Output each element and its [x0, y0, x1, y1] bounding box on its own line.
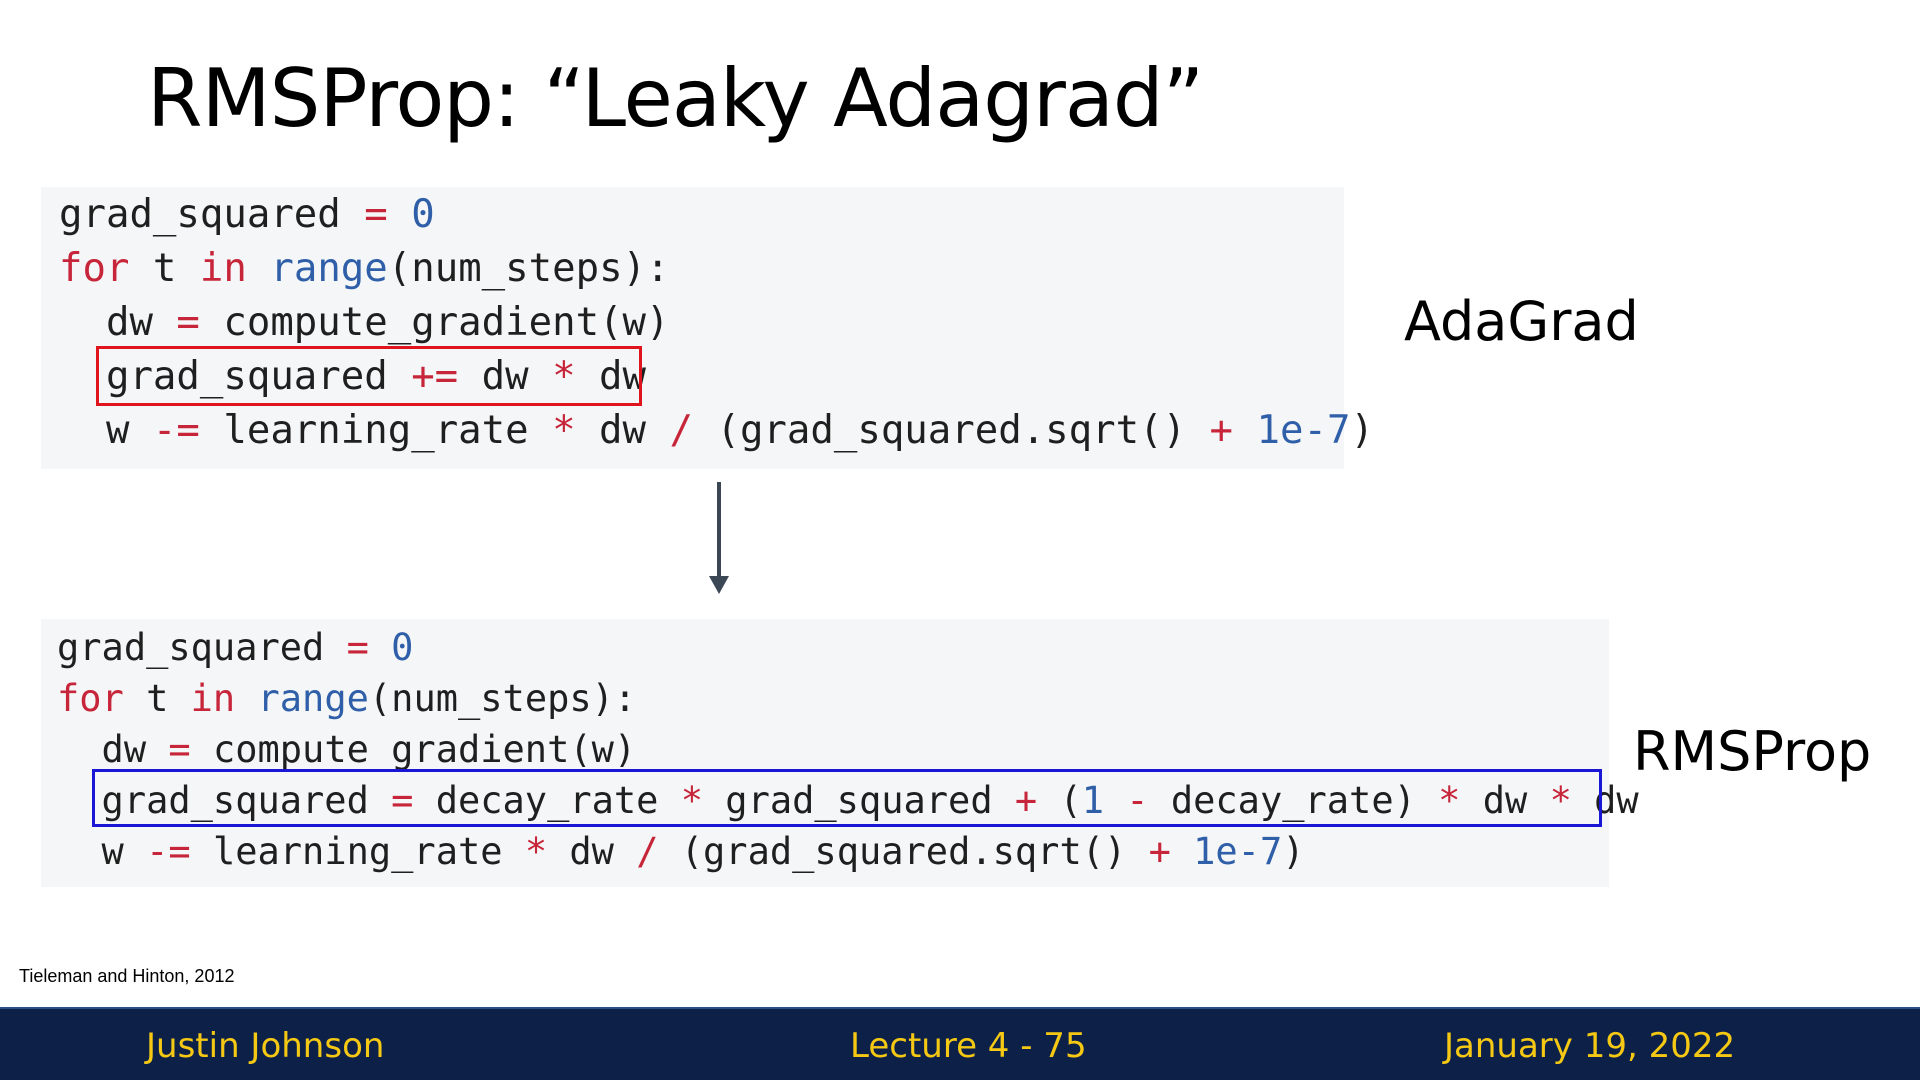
code-token-kw: in	[199, 246, 247, 291]
adagrad-highlight-box	[96, 346, 642, 406]
code-token: w	[59, 408, 153, 453]
code-token-op: +	[1148, 830, 1171, 873]
code-token	[1233, 408, 1256, 453]
code-token-op: /	[636, 830, 659, 873]
code-token-op: *	[552, 408, 576, 453]
code-token: )	[1350, 408, 1374, 453]
adagrad-code-block: grad_squared = 0 for t in range(num_step…	[41, 187, 1374, 469]
footer-author: Justin Johnson	[146, 1026, 385, 1066]
code-token-op: *	[680, 779, 704, 822]
code-token: (num_steps):	[368, 677, 637, 720]
code-token: grad_squared	[57, 779, 392, 822]
code-token: t	[129, 246, 200, 291]
rmsprop-highlight-box	[92, 769, 1602, 827]
code-token: w	[57, 830, 147, 873]
code-token: (grad_squared.sqrt()	[692, 408, 1210, 453]
code-token-fn: range	[257, 677, 369, 720]
code-token: compute_gradient(w)	[190, 728, 637, 771]
code-token: learning_rate	[199, 408, 553, 453]
adagrad-label: AdaGrad	[1404, 290, 1639, 353]
code-token	[1171, 830, 1193, 873]
code-line: for t in range(num_steps):	[59, 249, 670, 288]
code-token: dw	[575, 408, 670, 453]
rmsprop-code-block: grad_squared = 0 for t in range(num_step…	[41, 619, 1639, 887]
code-token-op: +	[1014, 779, 1038, 822]
code-token	[235, 677, 257, 720]
footer-bar: Justin Johnson Lecture 4 - 75 January 19…	[0, 1007, 1920, 1080]
code-token: dw	[57, 728, 169, 771]
code-token: grad_squared	[57, 626, 347, 669]
code-token	[388, 192, 411, 237]
code-token-num: 1e-7	[1193, 830, 1283, 873]
code-token: dw	[547, 830, 637, 873]
code-token-op: =	[391, 779, 414, 822]
code-token-kw: for	[59, 246, 130, 291]
code-token	[369, 626, 391, 669]
code-token-op: -	[1126, 779, 1149, 822]
code-token-op: =	[176, 300, 200, 345]
code-token: dw	[575, 354, 647, 399]
code-token: grad_squared	[59, 192, 365, 237]
code-token-op: -=	[146, 830, 191, 873]
code-token: grad_squared	[59, 354, 412, 399]
code-token-op: *	[1438, 779, 1461, 822]
code-token: )	[1282, 830, 1305, 873]
code-line: grad_squared = 0	[59, 195, 435, 234]
code-token: grad_squared	[703, 779, 1015, 822]
code-token: dw	[59, 300, 177, 345]
arrow-down-icon	[709, 482, 729, 594]
slide-title: RMSProp: “Leaky Adagrad”	[147, 52, 1204, 145]
code-line: w -= learning_rate * dw / (grad_squared.…	[57, 833, 1305, 870]
code-token: compute_gradient(w)	[199, 300, 670, 345]
code-token-num: 1e-7	[1256, 408, 1351, 453]
code-token-kw: in	[190, 677, 236, 720]
footer-date: January 19, 2022	[1444, 1026, 1736, 1066]
code-token-op: -=	[152, 408, 200, 453]
footer-lecture: Lecture 4 - 75	[850, 1026, 1087, 1066]
code-line: dw = compute_gradient(w)	[57, 728, 637, 771]
code-line: w -= learning_rate * dw / (grad_squared.…	[59, 411, 1374, 450]
code-token-op: +	[1209, 408, 1234, 453]
code-token-op: *	[552, 354, 576, 399]
code-token-num: 0	[411, 192, 435, 237]
code-token-num: 1	[1081, 779, 1105, 822]
code-token-op: =	[346, 626, 369, 669]
code-token: t	[123, 677, 191, 720]
code-token-op: *	[524, 830, 548, 873]
code-token-op: =	[364, 192, 388, 237]
code-token-op: /	[669, 408, 693, 453]
code-token: (num_steps):	[387, 246, 670, 291]
code-line: grad_squared = 0	[57, 629, 413, 666]
code-line: dw = compute_gradient(w)	[59, 303, 670, 342]
code-line: grad_squared = decay_rate * grad_squared…	[57, 782, 1639, 819]
code-token-kw: for	[57, 677, 124, 720]
code-token: (grad_squared.sqrt()	[658, 830, 1149, 873]
code-token: dw	[1460, 779, 1550, 822]
code-token-fn: range	[270, 246, 388, 291]
code-token: decay_rate	[413, 779, 681, 822]
code-token: dw	[458, 354, 553, 399]
code-token-op: +=	[411, 354, 459, 399]
code-token-num: 0	[391, 626, 414, 669]
code-token: learning_rate	[190, 830, 525, 873]
code-token	[247, 246, 270, 291]
citation: Tieleman and Hinton, 2012	[19, 966, 235, 986]
code-token: decay_rate)	[1148, 779, 1439, 822]
rmsprop-label: RMSProp	[1633, 720, 1872, 783]
code-token: (	[1037, 779, 1082, 822]
code-token-op: *	[1549, 779, 1572, 822]
code-line: for t in range(num_steps):	[57, 680, 636, 717]
code-line: grad_squared += dw * dw	[59, 357, 646, 396]
code-token-op: =	[168, 728, 191, 771]
